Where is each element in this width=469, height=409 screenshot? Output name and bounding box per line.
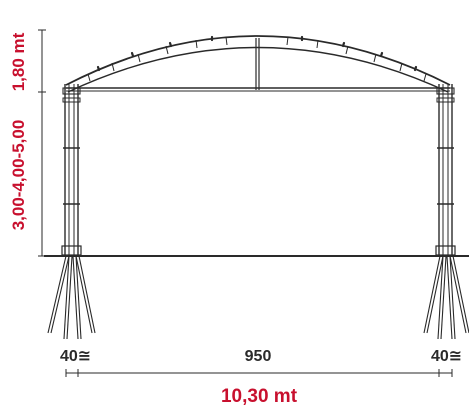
roof-arch	[65, 35, 451, 93]
roof-height-label: 1,80 mt	[9, 32, 28, 91]
horizontal-dimension-line	[65, 369, 453, 377]
left-outrigger-legs	[47, 255, 96, 340]
right-tower	[435, 84, 456, 256]
left-tower	[61, 84, 82, 256]
left-tower-width-label: 40≅	[60, 348, 91, 365]
right-tower-width-label: 40≅	[431, 348, 462, 365]
top-beam	[66, 87, 450, 92]
stage-height-label: 3,00-4,00-5,00	[9, 120, 28, 231]
total-width-label: 10,30 mt	[221, 386, 298, 407]
span-width-label: 950	[245, 348, 272, 365]
right-outrigger-legs	[423, 255, 469, 340]
vertical-dimension-line	[38, 29, 46, 257]
center-kingpost	[255, 38, 260, 90]
